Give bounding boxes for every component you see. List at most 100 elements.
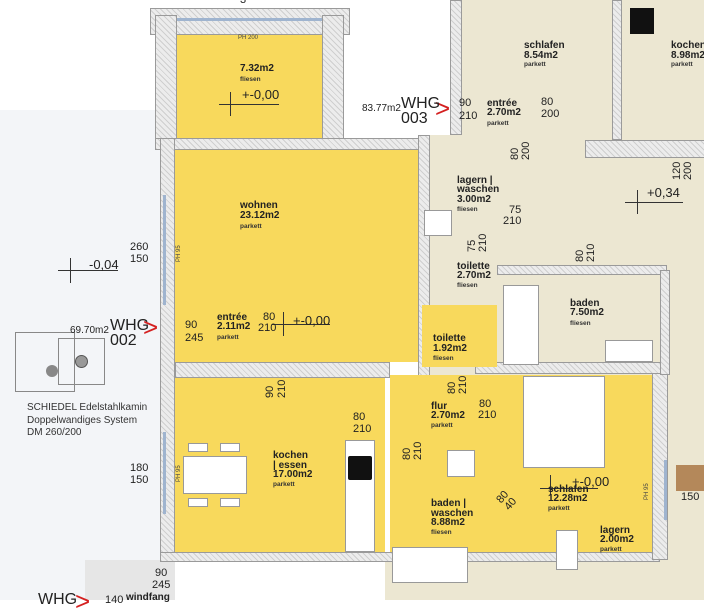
window	[163, 432, 166, 514]
dimension: 210	[585, 243, 597, 262]
dining-table	[183, 456, 247, 494]
room-floor: fliesen	[570, 320, 591, 327]
unit-code: WHG	[110, 317, 150, 334]
entry-arrow-icon: >	[435, 93, 451, 123]
room-name: kochen	[273, 450, 309, 461]
washing-machine	[447, 450, 475, 477]
room-area: 2.70m2	[457, 270, 491, 281]
wall	[155, 138, 430, 150]
room-name: entrée	[217, 312, 248, 323]
room-terrace	[177, 35, 322, 138]
room-area: 2.00m2	[600, 534, 634, 545]
chimney-note: DM 260/200	[27, 427, 82, 438]
dimension: 210	[258, 322, 277, 334]
room-floor: fliesen	[240, 76, 261, 83]
room-floor: parkett	[600, 546, 622, 553]
dimension: 245	[185, 332, 204, 344]
unit-number: 003	[401, 110, 428, 127]
wall	[660, 270, 670, 375]
room-name: lagern |	[457, 175, 493, 186]
dimension: 210	[459, 110, 478, 122]
wall	[155, 15, 177, 140]
dimension: 245	[152, 579, 171, 591]
dimension: 200	[682, 161, 694, 180]
bathtub	[503, 285, 539, 365]
room-floor: parkett	[273, 481, 295, 488]
room-area: 7.32m2	[240, 63, 274, 74]
dimension: 80	[479, 398, 492, 410]
room-area: 8.54m2	[524, 50, 558, 61]
chimney-note: SCHIEDEL Edelstahlkamin	[27, 402, 148, 413]
window	[664, 460, 667, 520]
chimney-outline	[58, 338, 105, 385]
chair	[220, 498, 240, 507]
room-area: 2.70m2	[431, 410, 465, 421]
chimney-flue-icon	[46, 365, 58, 377]
dimension: 180	[130, 462, 149, 474]
room-area: 7.50m2	[570, 307, 604, 318]
room-area: 8.98m2	[671, 50, 704, 61]
room-floor: fliesen	[457, 282, 478, 289]
room-floor: fliesen	[457, 206, 478, 213]
room-floor: parkett	[217, 334, 239, 341]
room-floor: parkett	[524, 61, 546, 68]
wall	[450, 0, 462, 135]
dimension: 150	[681, 491, 700, 503]
room-wohnen	[175, 150, 418, 362]
dimension: 80	[263, 311, 276, 323]
room-name: baden	[570, 298, 600, 309]
dimension: 80	[353, 411, 366, 423]
parapet-label: PH 95	[644, 483, 650, 500]
dimension: 200	[541, 108, 560, 120]
wall	[612, 0, 622, 140]
dimension: 150	[130, 474, 149, 486]
sink	[556, 530, 578, 570]
room-floor: fliesen	[431, 529, 452, 536]
wall	[497, 265, 667, 275]
wall	[175, 362, 390, 378]
dimension: 200	[520, 141, 532, 160]
room-toilette	[422, 305, 497, 367]
wall	[150, 8, 350, 35]
room-floor: parkett	[487, 120, 509, 127]
parapet-label: PH 200	[238, 35, 259, 41]
room-area: 2.70m2	[487, 107, 521, 118]
dimension: 210	[477, 233, 489, 252]
outside-gap	[330, 0, 450, 135]
windfang-floor	[85, 560, 175, 600]
chimney-outline	[15, 332, 75, 392]
room-area: 12.28m2	[548, 493, 588, 504]
chair	[220, 443, 240, 452]
dimension: 90	[459, 97, 472, 109]
room-area: 8.88m2	[431, 517, 465, 528]
room-area: 17.00m2	[273, 469, 313, 480]
dimension: 210	[457, 375, 469, 394]
dimension: 210	[412, 441, 424, 460]
room-area: 23.12m2	[240, 210, 280, 221]
parapet-label: PH 95	[176, 245, 182, 262]
unit-code: WHG	[401, 95, 441, 112]
dimension: 260	[130, 241, 149, 253]
room-name: lagern	[600, 525, 631, 536]
room-area: 3.00m2	[457, 194, 491, 205]
room-name: kochen	[671, 40, 704, 51]
bed	[523, 376, 605, 468]
bathtub	[392, 547, 468, 583]
chimney-note: Doppelwandiges System	[27, 415, 138, 426]
level-label: -0,04	[89, 257, 119, 272]
unit-code: WHG	[38, 591, 78, 608]
room-name: baden |	[431, 498, 467, 509]
room-name: toilette	[433, 333, 466, 344]
room-name: entrée	[487, 98, 518, 109]
room-name: toilette	[457, 261, 490, 272]
wall	[585, 140, 704, 158]
entree-003-floor	[455, 85, 565, 140]
dimension: 210	[478, 409, 497, 421]
room-floor: parkett	[671, 61, 693, 68]
chair	[188, 498, 208, 507]
dimension: 75	[509, 204, 522, 216]
dimension: 210	[276, 379, 288, 398]
window	[163, 195, 166, 305]
room-floor: parkett	[431, 422, 453, 429]
sink	[605, 340, 653, 362]
